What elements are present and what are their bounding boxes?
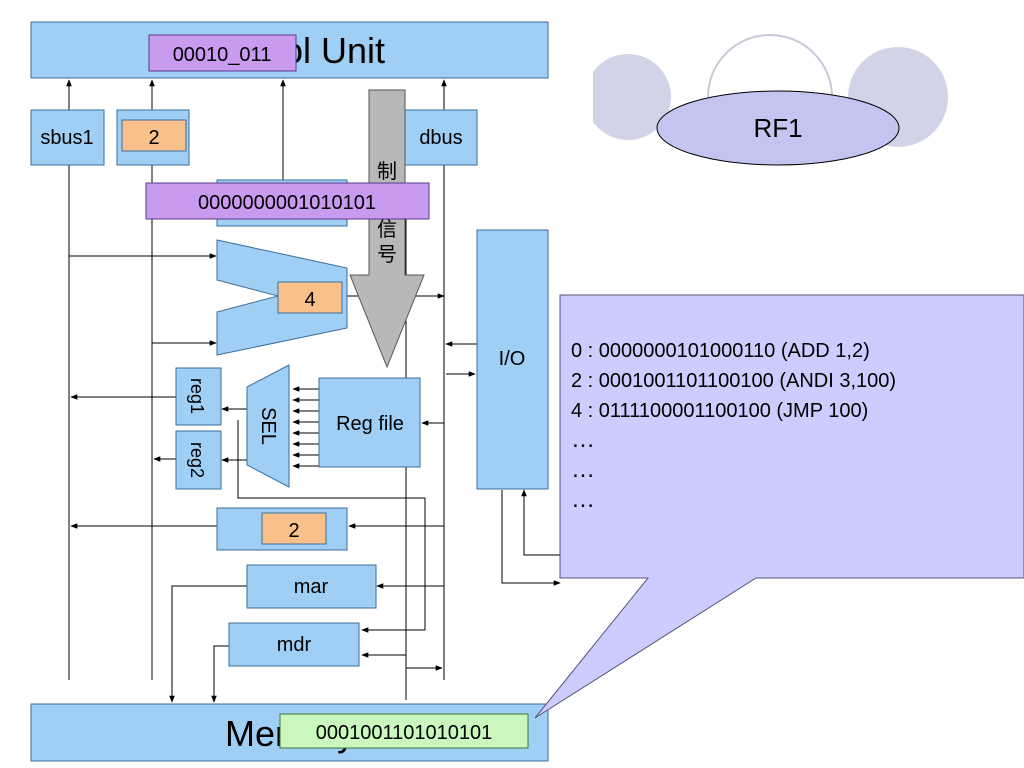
reg-file-label: Reg file [336, 413, 404, 435]
program-callout: 0 : 0000000101000110 (ADD 1,2) 2 : 00010… [534, 294, 1024, 719]
control-signal-char-4: 号 [377, 244, 397, 266]
dbus-box: dbus [404, 109, 478, 166]
mdr-label: mdr [277, 634, 312, 656]
alu: 4 [216, 239, 348, 356]
reg1-label: reg1 [187, 378, 207, 414]
sel-mux: SEL [246, 364, 290, 488]
ir-value-badge: 0000000001010101 [145, 182, 430, 220]
reg2-box: reg2 [175, 430, 222, 490]
reg2-label: reg2 [187, 442, 207, 478]
mar-block: mar [246, 564, 377, 609]
sel-label: SEL [257, 407, 279, 445]
sbus1-label: sbus1 [40, 127, 93, 149]
reg-file-block: Reg file [318, 377, 421, 468]
program-listing: 0 : 0000000101000110 (ADD 1,2) 2 : 00010… [571, 340, 896, 513]
sbus2-value: 2 [148, 127, 159, 149]
ir-value: 0000000001010101 [198, 192, 376, 214]
pc-register: 2 [216, 507, 348, 551]
program-line-0: 0 : 0000000101000110 (ADD 1,2) [571, 340, 870, 362]
sbus2-box: 2 [116, 109, 190, 166]
sbus1-box: sbus1 [30, 109, 105, 166]
control-signal-char-3: 信 [377, 218, 397, 241]
control-state-value: 00010_011 [173, 44, 272, 66]
program-line-4: … [571, 456, 595, 483]
mdr-block: mdr [228, 622, 360, 667]
program-line-3: … [571, 426, 595, 453]
rf1-label: RF1 [753, 113, 802, 143]
program-line-5: … [571, 486, 595, 513]
memory-value-badge: 0001001101010101 [279, 713, 529, 749]
alu-value: 4 [304, 289, 315, 311]
program-line-2: 4 : 0111100001100100 (JMP 100) [571, 400, 868, 422]
memory-value: 0001001101010101 [316, 722, 492, 744]
rf1-node: RF1 [656, 90, 900, 166]
dbus-label: dbus [419, 127, 462, 149]
control-signal-arrow: 制 信 号 [349, 89, 425, 369]
control-state-badge: 00010_011 [148, 34, 297, 72]
mar-label: mar [294, 576, 329, 598]
regfile-to-sel-arrows [292, 386, 319, 469]
pc-value: 2 [288, 520, 299, 542]
io-label: I/O [499, 348, 526, 370]
io-block: I/O [476, 229, 549, 490]
reg1-box: reg1 [175, 367, 222, 426]
control-signal-char-1: 制 [377, 160, 397, 183]
program-line-1: 2 : 0001001101100100 (ANDI 3,100) [571, 370, 896, 392]
